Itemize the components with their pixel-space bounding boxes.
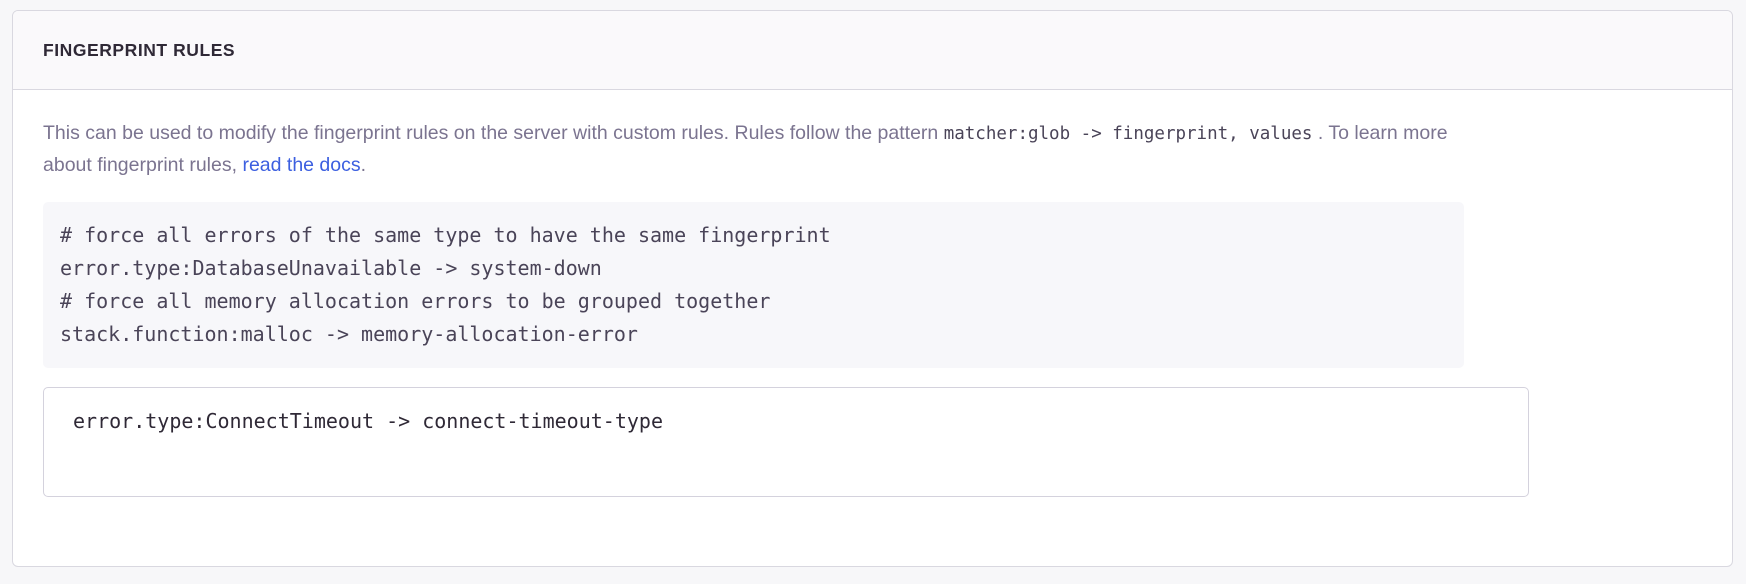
read-the-docs-link[interactable]: read the docs — [242, 154, 361, 176]
page-title: FINGERPRINT RULES — [43, 39, 236, 60]
fingerprint-rules-panel: FINGERPRINT RULES This can be used to mo… — [12, 10, 1733, 567]
fingerprint-rules-input[interactable] — [43, 387, 1529, 497]
panel-body: This can be used to modify the fingerpri… — [13, 90, 1732, 497]
description-part-1: This can be used to modify the fingerpri… — [43, 122, 944, 144]
example-code-block: # force all errors of the same type to h… — [43, 202, 1464, 368]
panel-header: FINGERPRINT RULES — [13, 11, 1732, 90]
description-part-3: . — [360, 154, 367, 176]
description-part-2: . To learn more about fingerprint rules, — [43, 122, 1448, 176]
example-code-text: # force all errors of the same type to h… — [60, 223, 831, 346]
description-text: This can be used to modify the fingerpri… — [43, 118, 1463, 181]
pattern-code-span: matcher:glob -> fingerprint, values — [943, 124, 1313, 144]
